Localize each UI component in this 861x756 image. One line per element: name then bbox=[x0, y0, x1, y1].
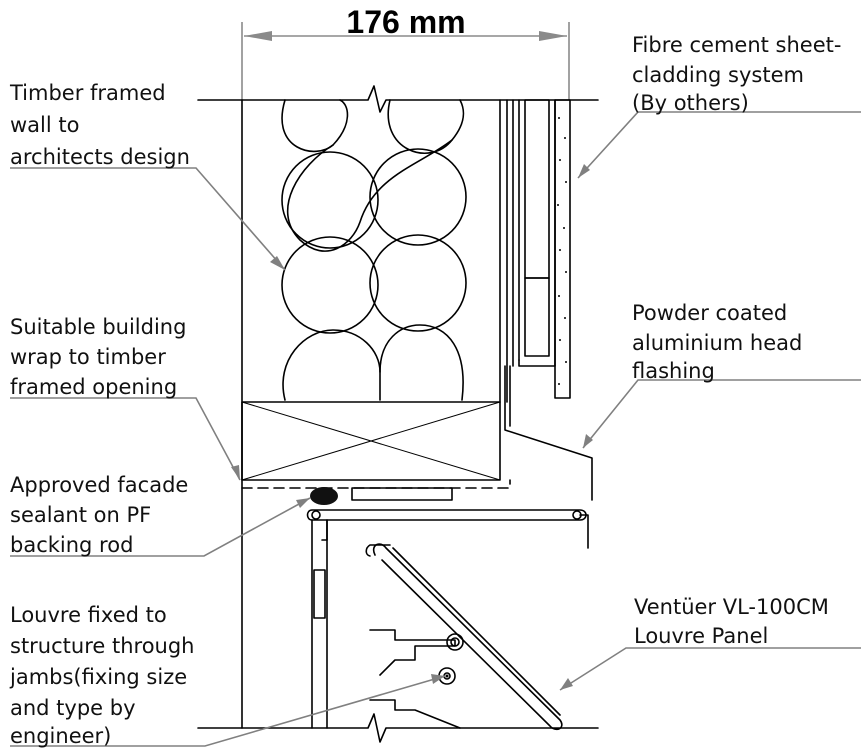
dimension-text: 176 mm bbox=[346, 4, 465, 40]
cladding-system bbox=[512, 99, 571, 399]
leader-louvre-fixing bbox=[10, 674, 446, 747]
fibre-cement-sheet bbox=[554, 99, 571, 399]
label-building-wrap-line1: Suitable building bbox=[10, 315, 186, 339]
label-head-flashing-line3: flashing bbox=[632, 359, 715, 383]
label-louvre-panel-line2: Louvre Panel bbox=[634, 624, 768, 648]
label-cladding: Fibre cement sheet- cladding system (By … bbox=[632, 33, 841, 115]
leader-facade-sealant bbox=[10, 497, 311, 557]
leader-cladding bbox=[577, 111, 861, 179]
label-building-wrap-line3: framed opening bbox=[10, 375, 177, 399]
leader-building-wrap bbox=[10, 397, 241, 481]
sealant-backing-rod bbox=[310, 487, 338, 505]
building-wrap-line bbox=[241, 479, 511, 489]
label-louvre-fixing-line1: Louvre fixed to bbox=[10, 603, 167, 627]
leader-head-flashing bbox=[582, 379, 861, 449]
label-louvre-fixing-line2: structure through bbox=[10, 634, 195, 658]
label-timber-wall-line2: wall to bbox=[10, 113, 79, 137]
cladding-hatch-dots bbox=[557, 117, 567, 385]
label-facade-sealant-line1: Approved facade bbox=[10, 473, 188, 497]
label-building-wrap-line2: wrap to timber bbox=[10, 345, 166, 369]
label-cladding-line2: cladding system bbox=[632, 63, 804, 87]
bottom-break-line bbox=[197, 713, 599, 743]
label-louvre-panel: Ventüer VL-100CM Louvre Panel bbox=[634, 595, 829, 648]
leader-louvre-panel bbox=[559, 647, 861, 691]
label-building-wrap: Suitable building wrap to timber framed … bbox=[10, 315, 186, 399]
label-facade-sealant: Approved facade sealant on PF backing ro… bbox=[10, 473, 188, 557]
label-timber-wall-line3: architects design bbox=[10, 145, 190, 169]
label-timber-wall-line1: Timber framed bbox=[9, 81, 166, 105]
label-head-flashing-line1: Powder coated bbox=[632, 301, 787, 325]
label-facade-sealant-line2: sealant on PF bbox=[10, 503, 151, 527]
head-flashing bbox=[504, 365, 593, 501]
label-facade-sealant-line3: backing rod bbox=[10, 533, 133, 557]
label-cladding-line1: Fibre cement sheet- bbox=[632, 33, 841, 57]
label-louvre-fixing-line3: jambs(fixing size bbox=[9, 665, 187, 689]
label-louvre-fixing: Louvre fixed to structure through jambs(… bbox=[9, 603, 195, 748]
lintel-block bbox=[241, 401, 501, 481]
dimension-176mm: 176 mm bbox=[241, 4, 570, 100]
label-head-flashing: Powder coated aluminium head flashing bbox=[632, 301, 802, 383]
louvre-jamb bbox=[311, 519, 328, 729]
head-packer bbox=[351, 487, 453, 501]
insulation-pattern bbox=[281, 99, 467, 401]
label-louvre-fixing-line4: and type by bbox=[10, 696, 136, 720]
leader-timber-wall bbox=[10, 167, 286, 271]
louvre-blade-profiles bbox=[369, 629, 464, 729]
dimension-arrow-left bbox=[244, 31, 272, 41]
label-timber-wall: Timber framed wall to architects design bbox=[9, 81, 190, 169]
top-break-line bbox=[197, 85, 599, 113]
louvre-head-frame bbox=[306, 509, 589, 549]
label-head-flashing-line2: aluminium head bbox=[632, 331, 802, 355]
label-cladding-line3: (By others) bbox=[632, 91, 749, 115]
dimension-arrow-right bbox=[539, 31, 567, 41]
label-louvre-fixing-line5: engineer) bbox=[10, 724, 111, 748]
louvre-blade bbox=[365, 543, 563, 731]
label-louvre-panel-line1: Ventüer VL-100CM bbox=[634, 595, 829, 619]
